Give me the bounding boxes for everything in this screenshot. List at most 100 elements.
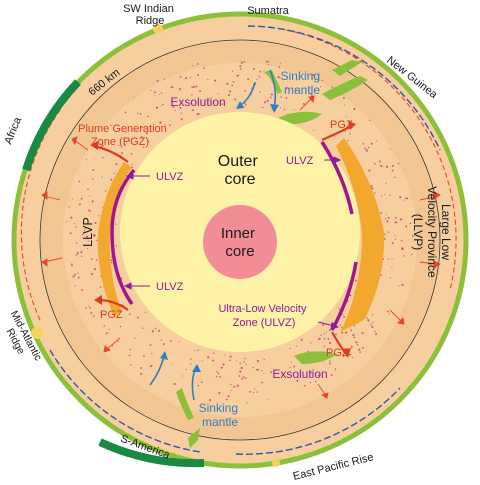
slab-top-4	[332, 60, 362, 76]
label-inner-core-line1: Inner	[221, 225, 255, 242]
exsolution-dot	[66, 221, 68, 223]
exsolution-dot	[261, 370, 263, 372]
exsolution-dot	[115, 163, 118, 166]
exsolution-dot	[69, 232, 72, 235]
exsolution-dot	[325, 331, 327, 333]
exsolution-dot	[89, 195, 91, 197]
label-pgz-top-right: PGZ	[330, 119, 353, 131]
exsolution-dot	[391, 266, 393, 268]
label-llvp-left: LLVP	[81, 217, 95, 247]
exsolution-dot	[342, 120, 345, 123]
exsolution-dot	[174, 109, 176, 111]
exsolution-dot	[375, 332, 378, 336]
exsolution-dot	[367, 319, 370, 322]
exsolution-dot	[133, 97, 135, 99]
exsolution-dot	[74, 285, 76, 287]
exsolution-dot	[84, 228, 86, 230]
slab-bottom-1	[294, 351, 338, 364]
ulvz-pointers	[123, 156, 342, 330]
exsolution-dot	[389, 277, 392, 279]
exsolution-dot	[320, 86, 322, 88]
exsolution-dot	[349, 327, 351, 329]
exsolution-dot	[370, 324, 372, 326]
exsolution-dot	[341, 331, 344, 334]
exsolution-dot	[93, 268, 96, 271]
exsolution-dot	[268, 398, 269, 400]
exsolution-dot	[350, 345, 353, 349]
exsolution-dot	[200, 381, 203, 384]
label-sinking-mantle-top-line1: Sinking	[281, 69, 320, 83]
exsolution-dot	[391, 242, 394, 245]
exsolution-dot	[243, 61, 245, 63]
exsolution-dot	[277, 75, 280, 79]
exsolution-dot	[279, 62, 281, 64]
exsolution-dot	[353, 324, 356, 327]
label-pgz-bottom-right: PGZ	[326, 347, 349, 359]
exsolution-dot	[156, 106, 159, 109]
exsolution-dot	[387, 258, 390, 260]
exsolution-dot	[197, 349, 200, 352]
exsolution-dot	[310, 342, 312, 344]
label-llvp-right-line3: (LLVP)	[411, 214, 425, 250]
exsolution-dot	[88, 209, 90, 211]
exsolution-dot	[115, 245, 117, 247]
exsolution-dot	[191, 86, 193, 88]
exsolution-dot	[385, 182, 387, 184]
exsolution-dot	[195, 85, 198, 88]
exsolution-dot	[217, 93, 219, 95]
exsolution-dot	[380, 164, 383, 167]
exsolution-dot	[227, 94, 231, 97]
exsolution-dot	[160, 339, 162, 341]
exsolution-dot	[131, 166, 133, 169]
label-inner-core: Inner core	[221, 225, 259, 260]
exsolution-dot	[100, 311, 103, 314]
exsolution-dot	[216, 371, 218, 373]
exsolution-dot	[279, 107, 281, 109]
exsolution-dot	[372, 322, 374, 324]
exsolution-dot	[264, 101, 267, 104]
label-outer-core: Outer core	[218, 153, 262, 188]
exsolution-dot	[244, 357, 246, 360]
exsolution-dot	[395, 216, 397, 219]
exsolution-dot	[256, 368, 259, 371]
exsolution-dot	[110, 124, 112, 126]
exsolution-dot	[233, 385, 236, 388]
label-exsolution-top: Exsolution	[170, 95, 225, 109]
exsolution-dot	[310, 372, 312, 374]
exsolution-dot	[137, 112, 139, 114]
exsolution-dot	[269, 96, 272, 99]
exsolution-dot	[401, 283, 404, 286]
exsolution-dot	[339, 324, 341, 326]
exsolution-dot	[99, 286, 102, 288]
exsolution-dot	[70, 263, 73, 266]
exsolution-dot	[297, 376, 299, 378]
exsolution-dot	[255, 83, 257, 85]
exsolution-dot	[89, 306, 91, 309]
exsolution-dot	[240, 366, 243, 370]
exsolution-dot	[128, 354, 131, 357]
exsolution-dot	[353, 336, 356, 339]
exsolution-dot	[366, 150, 368, 152]
exsolution-dot	[314, 380, 317, 383]
exsolution-dot	[254, 388, 256, 390]
exsolution-dot	[91, 200, 94, 203]
exsolution-dot	[87, 305, 90, 307]
exsolution-dot	[139, 113, 142, 115]
sinking-mantle-arrowheads	[160, 101, 279, 372]
exsolution-dot	[107, 332, 109, 334]
exsolution-dot	[144, 311, 146, 313]
exsolution-dot	[322, 361, 324, 363]
exsolution-dot	[191, 94, 193, 96]
exsolution-dot	[259, 70, 262, 73]
exsolution-dot	[263, 70, 265, 72]
exsolution-dot	[356, 343, 359, 346]
exsolution-dot	[350, 329, 353, 332]
exsolution-dot	[118, 145, 120, 147]
exsolution-dot	[74, 223, 76, 225]
exsolution-dot	[86, 247, 89, 250]
exsolution-dot	[328, 341, 332, 345]
exsolution-dot	[209, 399, 212, 402]
inner-core	[203, 205, 277, 279]
exsolution-dot	[334, 135, 336, 137]
label-pgz-long: Plume Generation Zone (PGZ)	[78, 123, 170, 148]
